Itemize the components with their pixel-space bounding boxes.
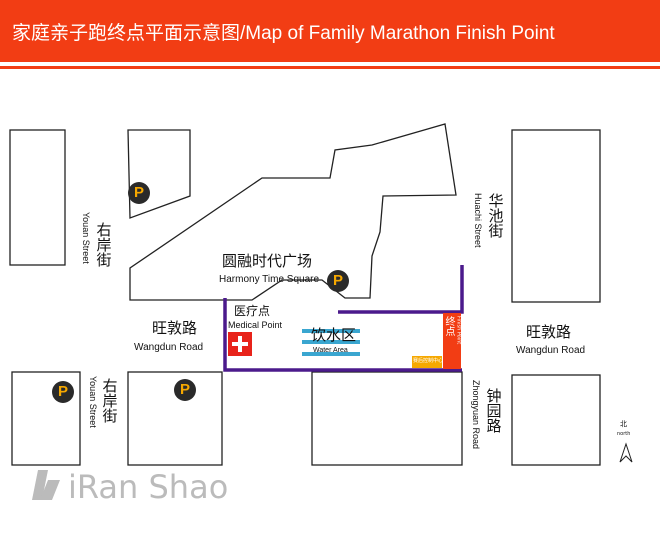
block-harmony	[129, 123, 457, 301]
logo-mark-icon	[32, 470, 60, 500]
block-right-bottom	[511, 374, 601, 466]
harmony-label-en: Harmony Time Square	[219, 274, 320, 285]
youan-top-en: Youan Street	[80, 212, 91, 264]
harmony-label-zh: 圆融时代广场	[222, 252, 313, 270]
medical-label-zh: 医疗点	[234, 304, 271, 318]
huachi-en: Huachi Street	[472, 193, 483, 248]
youan-top-zh: 右岸街	[94, 222, 113, 267]
finish-line	[443, 313, 461, 369]
zhongyuan-en: Zhongyuan Road	[470, 380, 481, 450]
huachi-zh: 华池街	[486, 193, 505, 238]
route	[223, 265, 464, 372]
block-center-bottom	[311, 371, 463, 466]
medical-label-en: Medical Point	[228, 320, 283, 330]
control-center-label: 赛后控制中心	[413, 358, 444, 364]
zhongyuan-zh: 钟园路	[484, 388, 503, 433]
wangdun-left-zh: 旺敦路	[152, 319, 198, 337]
water-area-icon	[302, 329, 360, 356]
north-arrow-icon	[619, 442, 633, 463]
youan-bottom-en: Youan Street	[87, 376, 98, 428]
youan-bottom-zh: 右岸街	[100, 378, 119, 423]
parking-icon: P	[174, 379, 196, 401]
block-right-top	[511, 129, 601, 303]
north-label-en: north	[617, 431, 631, 437]
wangdun-right-en: Wangdun Road	[516, 345, 586, 356]
logo: iRan Shao	[68, 468, 229, 506]
parking-icon: P	[327, 270, 349, 292]
finish-label-zh: 终点	[443, 316, 454, 336]
water-label-zh: 饮水区	[311, 326, 357, 344]
parking-icon: P	[52, 381, 74, 403]
block-parking-top	[127, 129, 191, 219]
title-bar: 家庭亲子跑终点平面示意图/Map of Family Marathon Fini…	[0, 0, 660, 62]
divider	[0, 66, 660, 69]
block-left-top	[9, 129, 66, 266]
page-title: 家庭亲子跑终点平面示意图/Map of Family Marathon Fini…	[12, 23, 555, 44]
water-label-en: Water Area	[313, 347, 348, 354]
parking-icon: P	[128, 182, 150, 204]
wangdun-right-zh: 旺敦路	[526, 323, 572, 341]
control-center	[412, 356, 442, 368]
wangdun-left-en: Wangdun Road	[134, 342, 204, 353]
finish-label-en: Finish Point	[455, 316, 462, 345]
north-label-zh: 北	[620, 420, 627, 428]
